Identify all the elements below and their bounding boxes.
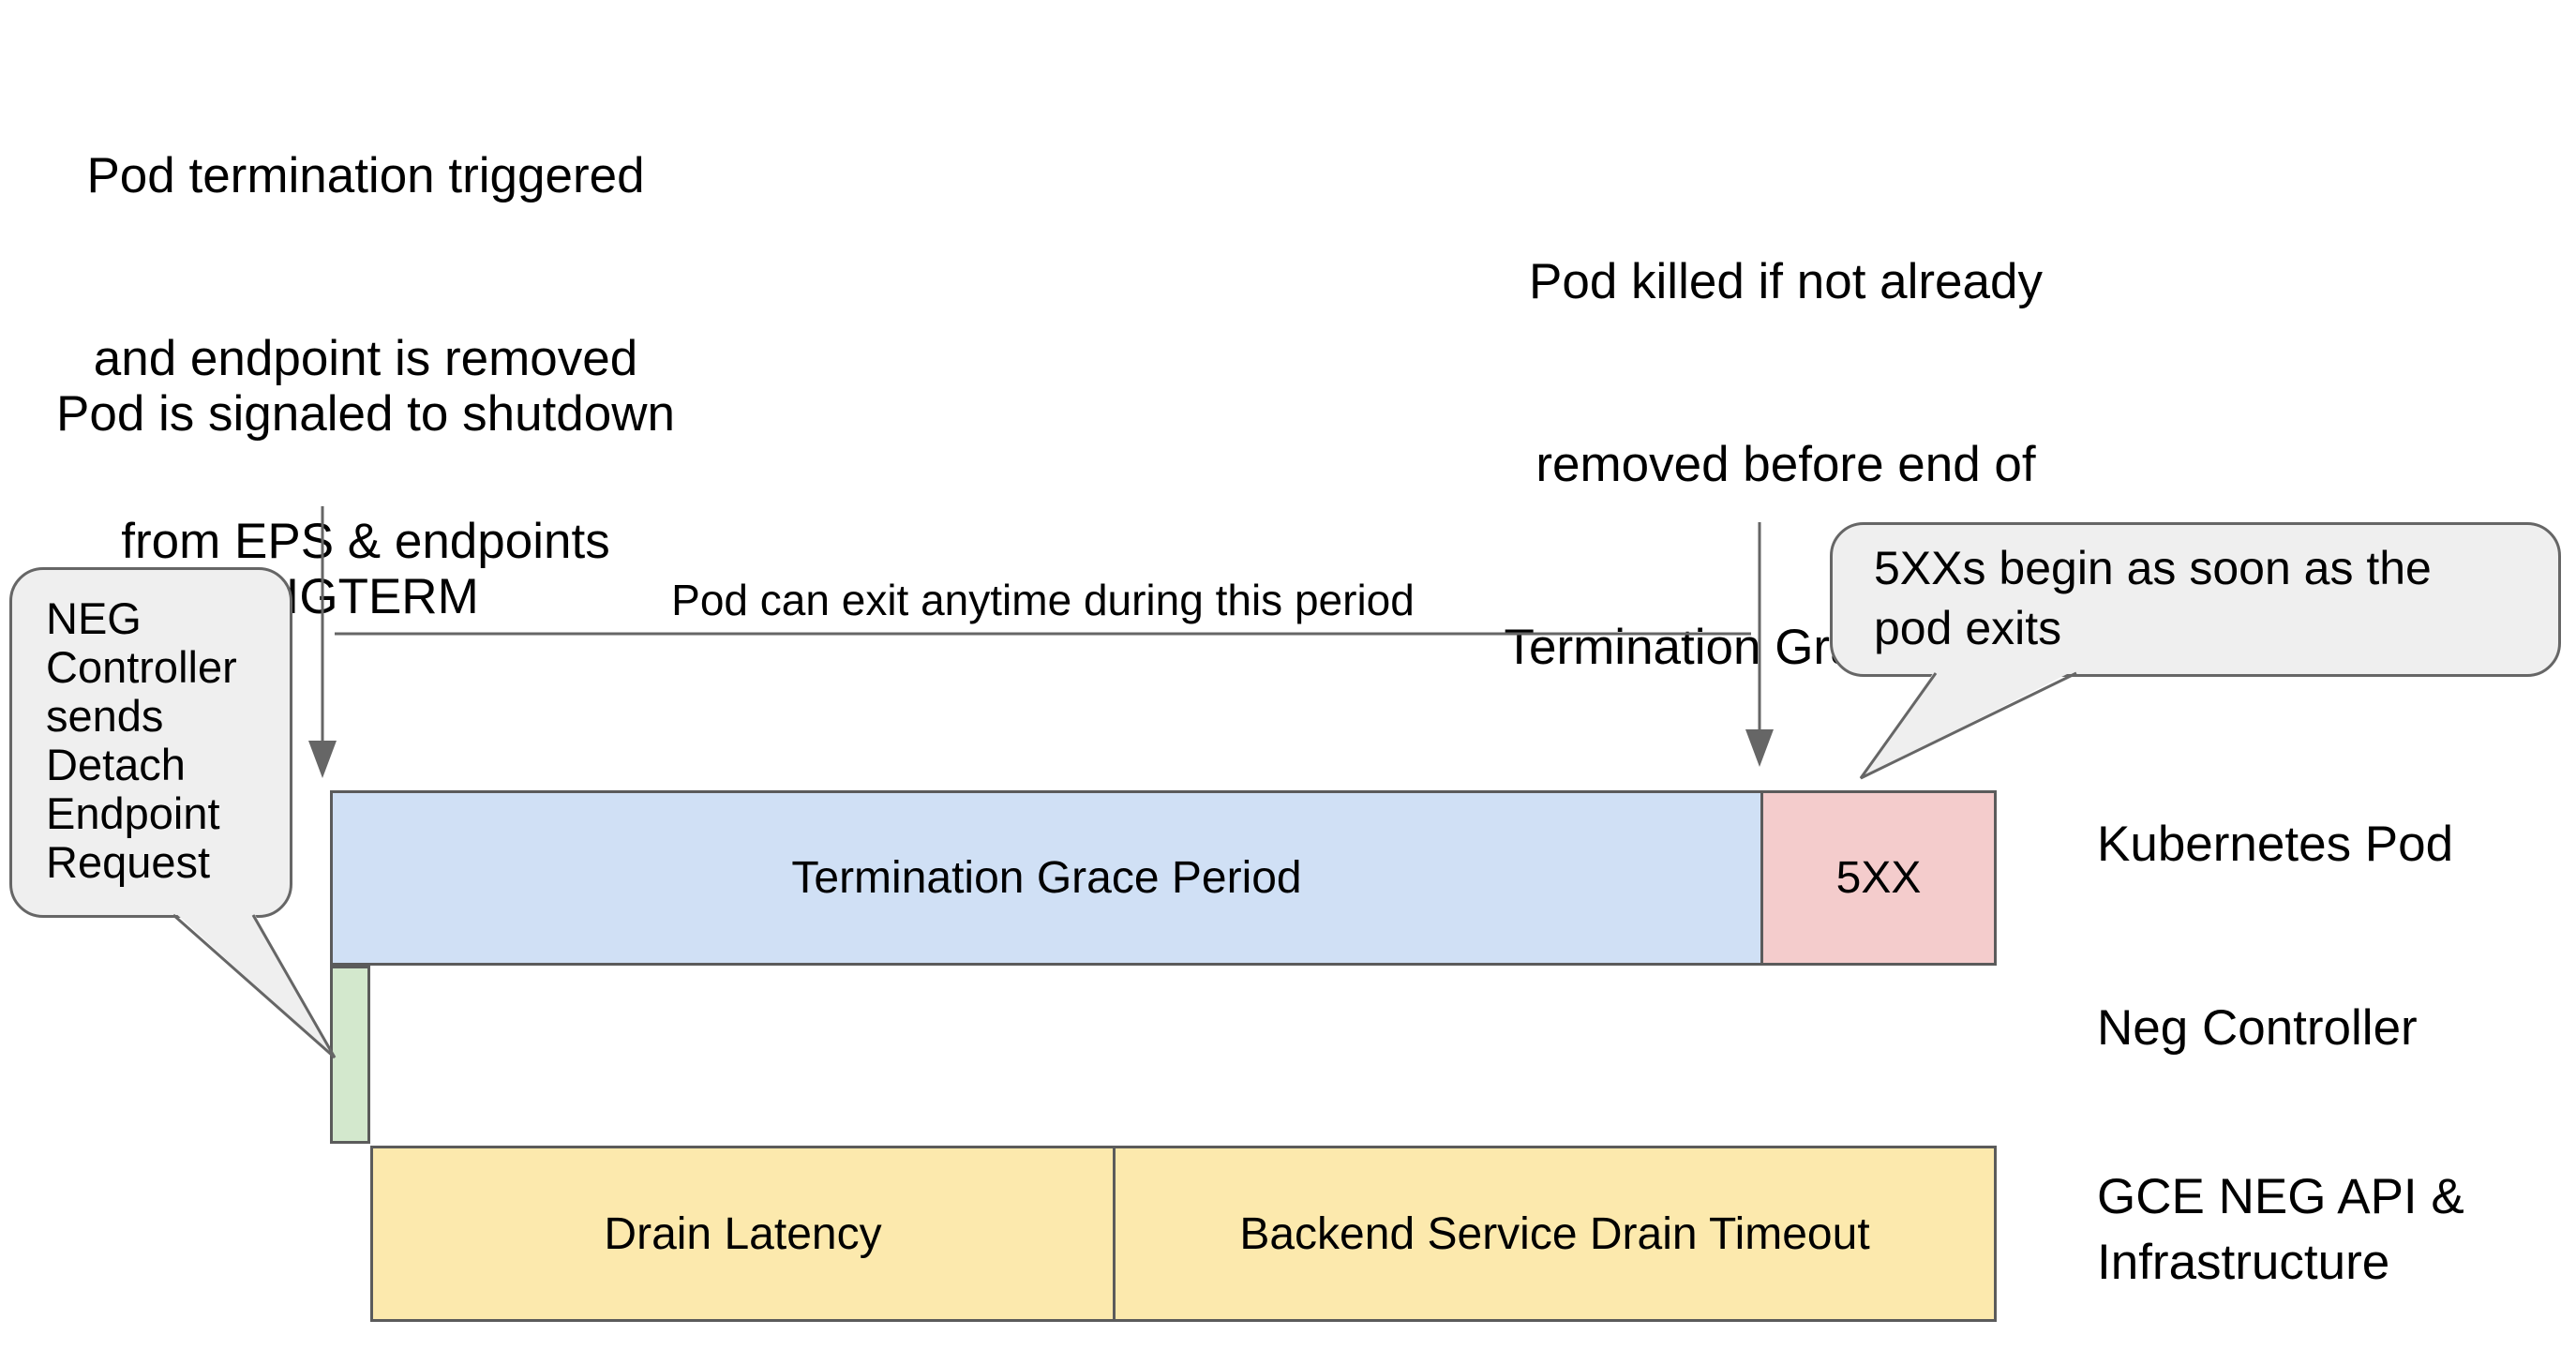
callout-line: pod exits [1874,602,2062,654]
annotation-line: from EPS & endpoints [121,514,610,569]
segment-termination-grace-period: Termination Grace Period [333,793,1760,963]
callout-line: Request [46,837,211,887]
callout-line: sends [46,691,164,741]
period-note-label: Pod can exit anytime during this period [671,576,1415,624]
bar-kubernetes-pod: Termination Grace Period 5XX [330,790,1997,966]
segment-label: 5XX [1835,853,1922,903]
segment-backend-service-drain-timeout: Backend Service Drain Timeout [1113,1148,1994,1319]
segment-label: Termination Grace Period [791,853,1302,903]
bar-gce-drain: Drain Latency Backend Service Drain Time… [370,1146,1997,1322]
annotation-line: Pod is signaled to shutdown [56,386,675,442]
callout-5xx: 5XXs begin as soon as the pod exits [1830,522,2561,677]
annotation-line: and endpoint is removed [93,331,638,386]
bar-neg-controller-detach [330,966,370,1144]
callout-line: Endpoint [46,788,220,838]
segment-label: Backend Service Drain Timeout [1239,1208,1870,1259]
row-label-gce: GCE NEG API & Infrastructure [2097,1164,2464,1296]
annotation-line: Pod killed if not already [1529,254,2043,309]
annotation-pod-termination: Pod termination triggered and endpoint i… [37,23,694,694]
callout-line: Controller [46,642,237,692]
row-label-line: GCE NEG API & [2097,1169,2464,1224]
segment-5xx: 5XX [1760,793,1994,963]
callout-tail-outline [172,913,337,1059]
callout-tail [173,911,335,1058]
annotation-line: removed before end of [1535,437,2036,492]
row-label-line: Infrastructure [2097,1235,2390,1290]
callout-neg-controller: NEG Controller sends Detach Endpoint Req… [9,567,292,918]
annotation-pod-signaled: Pod is signaled to shutdown SIGTERM [37,262,694,749]
annotation-line: Pod termination triggered [86,148,645,203]
row-label-kubernetes-pod: Kubernetes Pod [2097,817,2454,872]
callout-line: Detach [46,740,186,789]
callout-line: NEG [46,593,142,643]
callout-line: 5XXs begin as soon as the [1874,542,2432,594]
segment-label: Drain Latency [604,1208,882,1259]
row-label-neg-controller: Neg Controller [2097,1000,2418,1056]
segment-drain-latency: Drain Latency [373,1148,1113,1319]
